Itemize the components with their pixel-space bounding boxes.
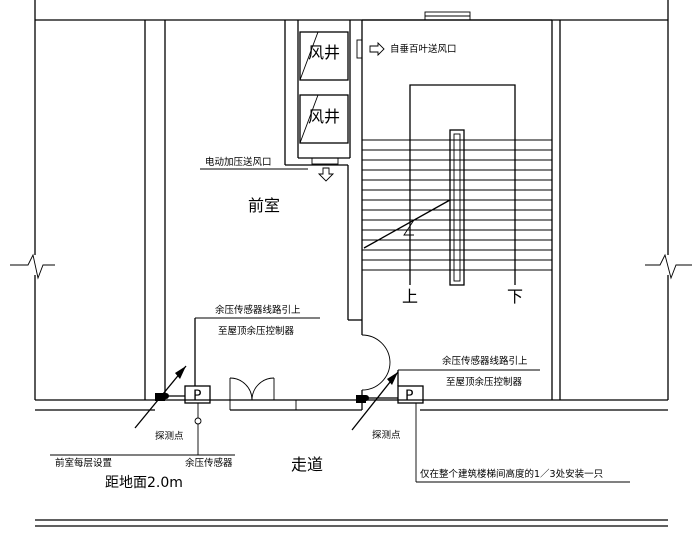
stair-down-label: 下 [507,287,523,306]
air-shaft-2 [299,94,349,144]
louver-outlet-label: 自垂百叶送风口 [390,43,457,55]
sensor-2-p: P [405,388,413,404]
electric-outlet-label: 电动加压送风口 [205,156,272,168]
stair-up-label: 上 [402,287,418,306]
outer-walls [10,0,692,527]
sensor-2-assembly [351,369,630,483]
sensor-label: 余压传感器 [185,457,233,469]
corridor-label: 走道 [291,455,323,474]
per-floor-label: 前室每层设置 [55,457,112,469]
sensor-1-p: P [193,388,201,404]
staircase [362,84,552,286]
interior-walls [144,11,561,410]
probe-1-label: 探测点 [155,430,184,442]
electric-outlet-symbol [200,157,339,182]
sensor-2-line-a: 余压传感器线路引上 [442,355,528,367]
sensor-1-line-a: 余压传感器线路引上 [215,304,301,316]
sensor-1-line-b: 至屋顶余压控制器 [218,325,295,337]
air-shaft-1 [299,31,349,81]
stair-door [361,334,391,391]
air-shaft-1-label: 风井 [308,43,340,62]
air-shaft-2-label: 风井 [308,107,340,126]
front-room-door [229,377,297,410]
probe-2-label: 探测点 [372,429,401,441]
sensor-1-assembly [50,317,320,456]
louver-outlet-symbol [356,39,385,59]
stair-note-label: 仅在整个建筑楼梯间高度的1／3处安装一只 [420,468,603,480]
sensor-2-line-b: 至屋顶余压控制器 [446,376,523,388]
floor-height-label: 距地面2.0m [105,475,183,491]
front-room-label: 前室 [248,196,280,215]
